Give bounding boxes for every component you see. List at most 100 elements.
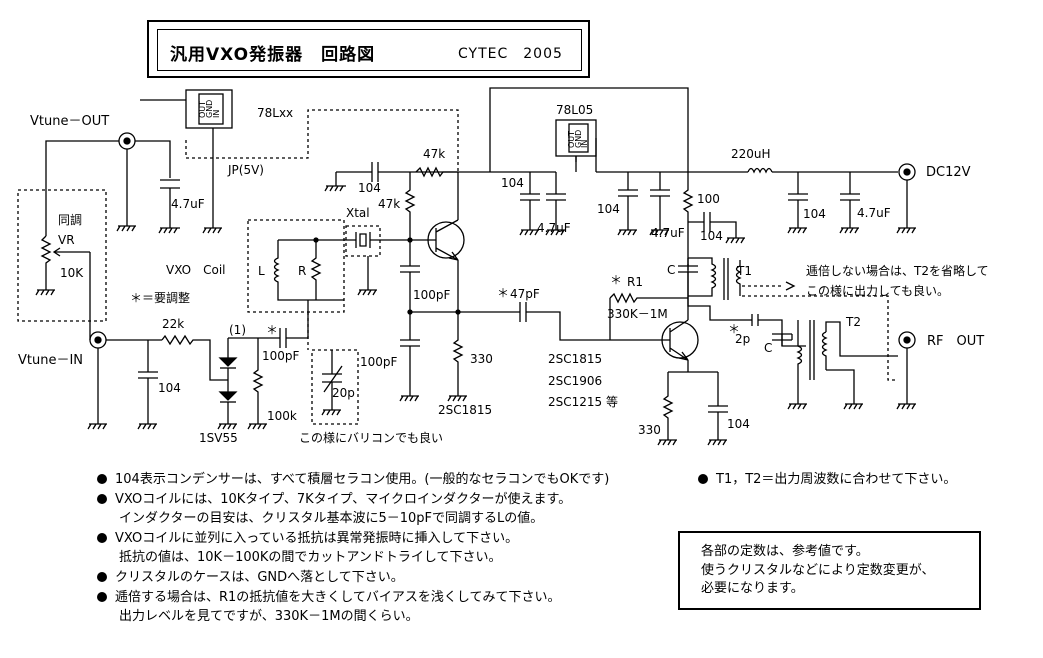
- label-varicap-note: この様にバリコンでも良い: [299, 431, 444, 445]
- transformer-note-text: T1，T2＝出力周波数に合わせて下さい。: [716, 472, 957, 487]
- label-104-a: 104: [158, 381, 181, 395]
- bypass-arrow: [785, 281, 796, 291]
- label-star-r1: ＊: [610, 273, 623, 287]
- label-jp: JP(5V): [228, 163, 264, 177]
- bullet-icon: [97, 532, 107, 543]
- bullet-icon: [97, 474, 107, 484]
- cap-coupling-coil: [279, 300, 309, 348]
- label-star-3: ＊: [728, 322, 741, 336]
- note-text: 抵抗の値は、10K－100Kの間でカットアンドトライして下さい。: [119, 550, 502, 566]
- notes-list: 104表示コンデンサーは、すべて積層セラコン使用。(一般的なセラコンでもOKです…: [97, 470, 609, 627]
- bypass-route: [742, 285, 898, 381]
- reference-line-3: 必要になります。: [701, 581, 804, 596]
- note-item: VXOコイルに並列に入っている抵抗は異常発振時に挿入して下さい。: [97, 529, 609, 549]
- label-2sc1815: 2SC1815: [438, 403, 493, 417]
- bullet-icon: [97, 493, 107, 504]
- title-main: 汎用VXO発振器 回路図: [170, 45, 376, 65]
- supply-rail: [416, 87, 898, 173]
- label-adjust-note: ＊＝要調整: [130, 291, 191, 305]
- note-text: 逓倍する場合は、R1の抵抗値を大きくしてバイアスを浅くしてみて下さい。: [115, 589, 561, 605]
- label-coil-r: R: [298, 264, 307, 278]
- inductor-220uh: [747, 167, 773, 174]
- jumper-jp: [185, 109, 459, 172]
- label-star-2: ＊: [497, 286, 510, 300]
- note-text: クリスタルのケースは、GNDへ落として下さい。: [115, 569, 404, 585]
- note-item: 逓倍する場合は、R1の抵抗値を大きくしてバイアスを浅くしてみて下さい。: [97, 588, 609, 608]
- label-r1-value: 330K－1M: [607, 307, 668, 321]
- label-100: 100: [697, 192, 720, 206]
- cap-104-vtune: [137, 340, 158, 430]
- note-item: 104表示コンデンサーは、すべて積層セラコン使用。(一般的なセラコンでもOKです…: [97, 470, 609, 490]
- trimmer-20p: [307, 312, 359, 425]
- label-t1: T1: [737, 264, 752, 278]
- label-vtune-out: Vtune－OUT: [30, 114, 110, 129]
- label-bypass-note-1: 逓倍しない場合は、T2を省略して: [806, 264, 989, 278]
- label-vtune-in: Vtune－IN: [18, 353, 84, 368]
- reference-line-1: 各部の定数は、参考値です。: [701, 544, 869, 559]
- label-vr: VR: [58, 233, 75, 247]
- note-item: 出力レベルを見てですが、330K－1Mの間くらい。: [97, 607, 609, 627]
- label-t2: T2: [846, 315, 861, 329]
- label-100k: 100k: [267, 409, 297, 423]
- label-104-e: 104: [700, 229, 723, 243]
- reg-78lxx-pins: OUT GND IN: [198, 100, 221, 118]
- label-4-7uf-b: 4.7uF: [537, 221, 571, 235]
- label-4-7uf-c: 4.7uF: [651, 226, 685, 240]
- label-c-b: C: [764, 341, 773, 355]
- label-star-1: ＊: [266, 323, 279, 337]
- label-1sv55: 1SV55: [199, 431, 238, 445]
- label-bypass-note-2: この様に出力しても良い。: [806, 284, 950, 298]
- vr-box: [17, 189, 107, 340]
- bullet-icon: [97, 591, 107, 602]
- label-4-7uf-a: 4.7uF: [171, 197, 205, 211]
- bullet-icon: [698, 474, 708, 484]
- label-330-b: 330: [638, 423, 661, 437]
- label-47k-top: 47k: [423, 147, 446, 161]
- label-tr-list-2: 2SC1906: [548, 374, 603, 388]
- label-2p: 2p: [735, 332, 751, 346]
- reg-78l05-pin-in: IN: [580, 139, 589, 148]
- label-vxo-coil: VXO Coil: [166, 263, 226, 277]
- label-coil-l: L: [258, 264, 265, 278]
- title-inner-frame: 汎用VXO発振器 回路図 CYTEC 2005: [157, 29, 582, 71]
- label-22k: 22k: [162, 317, 185, 331]
- note-item: 抵抗の値は、10K－100Kの間でカットアンドトライして下さい。: [97, 548, 609, 568]
- resistor-100k: [247, 338, 267, 430]
- cap-47pf: [519, 302, 670, 341]
- label-78lxx: 78Lxx: [257, 106, 294, 120]
- label-4-7uf-d: 4.7uF: [857, 206, 891, 220]
- reference-box: 各部の定数は、参考値です。 使うクリスタルなどにより定数変更が、 必要になります…: [678, 531, 981, 610]
- reg-78l05-pins: OUT GND IN: [567, 130, 589, 148]
- resistor-22k: [161, 334, 228, 381]
- label-tr-list-1: 2SC1815: [548, 352, 603, 366]
- note-item: VXOコイルには、10Kタイプ、7Kタイプ、マイクロインダクターが使えます。: [97, 490, 609, 510]
- note-item: インダクターの目安は、クリスタル基本波に5－10pFで同調するLの値。: [97, 509, 609, 529]
- regulator-78lxx: [140, 89, 233, 234]
- vtune-out-terminal: [45, 132, 180, 236]
- label-78l05: 78L05: [556, 103, 594, 117]
- label-tr-list-3: 2SC1215 等: [548, 395, 618, 409]
- label-vr-10k: 10K: [60, 266, 84, 280]
- label-104-g: 104: [727, 417, 750, 431]
- title-box: 汎用VXO発振器 回路図 CYTEC 2005: [147, 20, 590, 78]
- transistor-oscillator: [410, 172, 520, 402]
- label-104-b: 104: [358, 181, 381, 195]
- dc12v-terminal: [896, 163, 916, 234]
- note-text: VXOコイルに並列に入っている抵抗は異常発振時に挿入して下さい。: [115, 530, 519, 546]
- rf-out-terminal: [896, 331, 916, 410]
- note-item: クリスタルのケースは、GNDへ落として下さい。: [97, 568, 609, 588]
- label-20p: 20p: [332, 386, 355, 400]
- note-text: インダクターの目安は、クリスタル基本波に5－10pFで同調するLの値。: [119, 511, 544, 527]
- label-mark-1: (1): [229, 323, 246, 337]
- label-104-d: 104: [597, 202, 620, 216]
- varactor-1sv55: [217, 337, 280, 430]
- transformer-t2: [772, 320, 898, 410]
- label-100pf-c: 100pF: [360, 355, 398, 369]
- label-dc12v: DC12V: [926, 165, 971, 180]
- vtune-in-terminal: [87, 331, 162, 430]
- label-rf-out: RF OUT: [927, 334, 985, 349]
- note-text: 出力レベルを見てですが、330K－1Mの間くらい。: [119, 609, 419, 625]
- reference-line-2: 使うクリスタルなどにより定数変更が、: [701, 562, 935, 578]
- note-text: 104表示コンデンサーは、すべて積層セラコン使用。(一般的なセラコンでもOKです…: [115, 472, 610, 487]
- label-100pf-a: 100pF: [262, 349, 300, 363]
